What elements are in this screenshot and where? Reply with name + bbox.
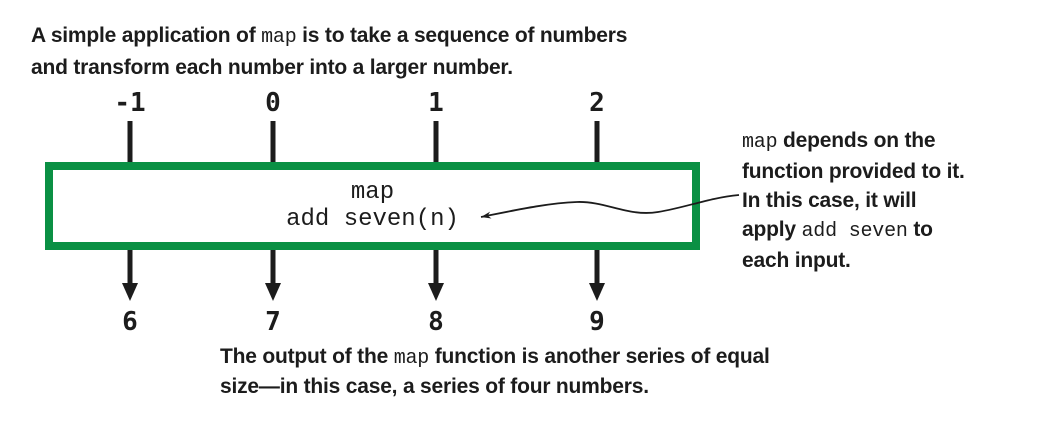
output-value: 9 xyxy=(589,307,605,337)
output-arrow-stem xyxy=(433,250,439,284)
side-note-line5: each input. xyxy=(742,249,851,272)
map-box: map add seven(n) xyxy=(45,162,700,250)
side-note-text: depends on the xyxy=(777,129,936,152)
input-line xyxy=(127,121,133,166)
output-value: 7 xyxy=(265,307,281,337)
output-arrow-stem xyxy=(127,250,133,284)
side-note-line2: function provided to it. xyxy=(742,160,965,183)
input-value: 0 xyxy=(265,88,281,118)
map-box-title: map xyxy=(350,179,395,206)
output-value: 8 xyxy=(428,307,444,337)
heading: A simple application of map is to take a… xyxy=(31,21,627,83)
side-note-text: apply xyxy=(742,218,802,241)
caption-line2: size—in this case, a series of four numb… xyxy=(220,375,649,398)
map-box-function: add seven(n) xyxy=(286,206,459,233)
output-arrowhead-icon xyxy=(428,283,444,301)
heading-line1-pre: A simple application of xyxy=(31,24,262,47)
caption-text: function is another series of equal xyxy=(429,345,770,368)
input-line xyxy=(594,121,600,166)
heading-line1: A simple application of map is to take a… xyxy=(31,21,627,53)
side-note-line1: map depends on the xyxy=(742,126,965,157)
side-note-line4: apply add seven to xyxy=(742,215,965,246)
output-arrow-stem xyxy=(270,250,276,284)
heading-line1-post: is to take a sequence of numbers xyxy=(296,24,628,47)
output-arrowhead-icon xyxy=(265,283,281,301)
heading-line2: and transform each number into a larger … xyxy=(31,56,513,79)
bottom-caption: The output of the map function is anothe… xyxy=(220,343,770,401)
caption-map-code: map xyxy=(393,347,430,370)
input-line xyxy=(433,121,439,166)
input-value: 2 xyxy=(589,88,605,118)
side-note: map depends on the function provided to … xyxy=(742,126,965,275)
input-value: 1 xyxy=(428,88,444,118)
output-arrowhead-icon xyxy=(122,283,138,301)
input-value: -1 xyxy=(114,88,146,118)
side-note-text: to xyxy=(907,218,933,241)
output-value: 6 xyxy=(122,307,138,337)
heading-map-code: map xyxy=(261,26,297,49)
side-note-map-code: map xyxy=(742,131,778,154)
caption-text: The output of the xyxy=(220,345,394,368)
output-arrowhead-icon xyxy=(589,283,605,301)
input-line xyxy=(270,121,276,166)
output-arrow-stem xyxy=(594,250,600,284)
side-note-addseven-code: add seven xyxy=(801,220,908,243)
side-note-line3: In this case, it will xyxy=(742,189,917,212)
caption-line1: The output of the map function is anothe… xyxy=(220,343,770,373)
